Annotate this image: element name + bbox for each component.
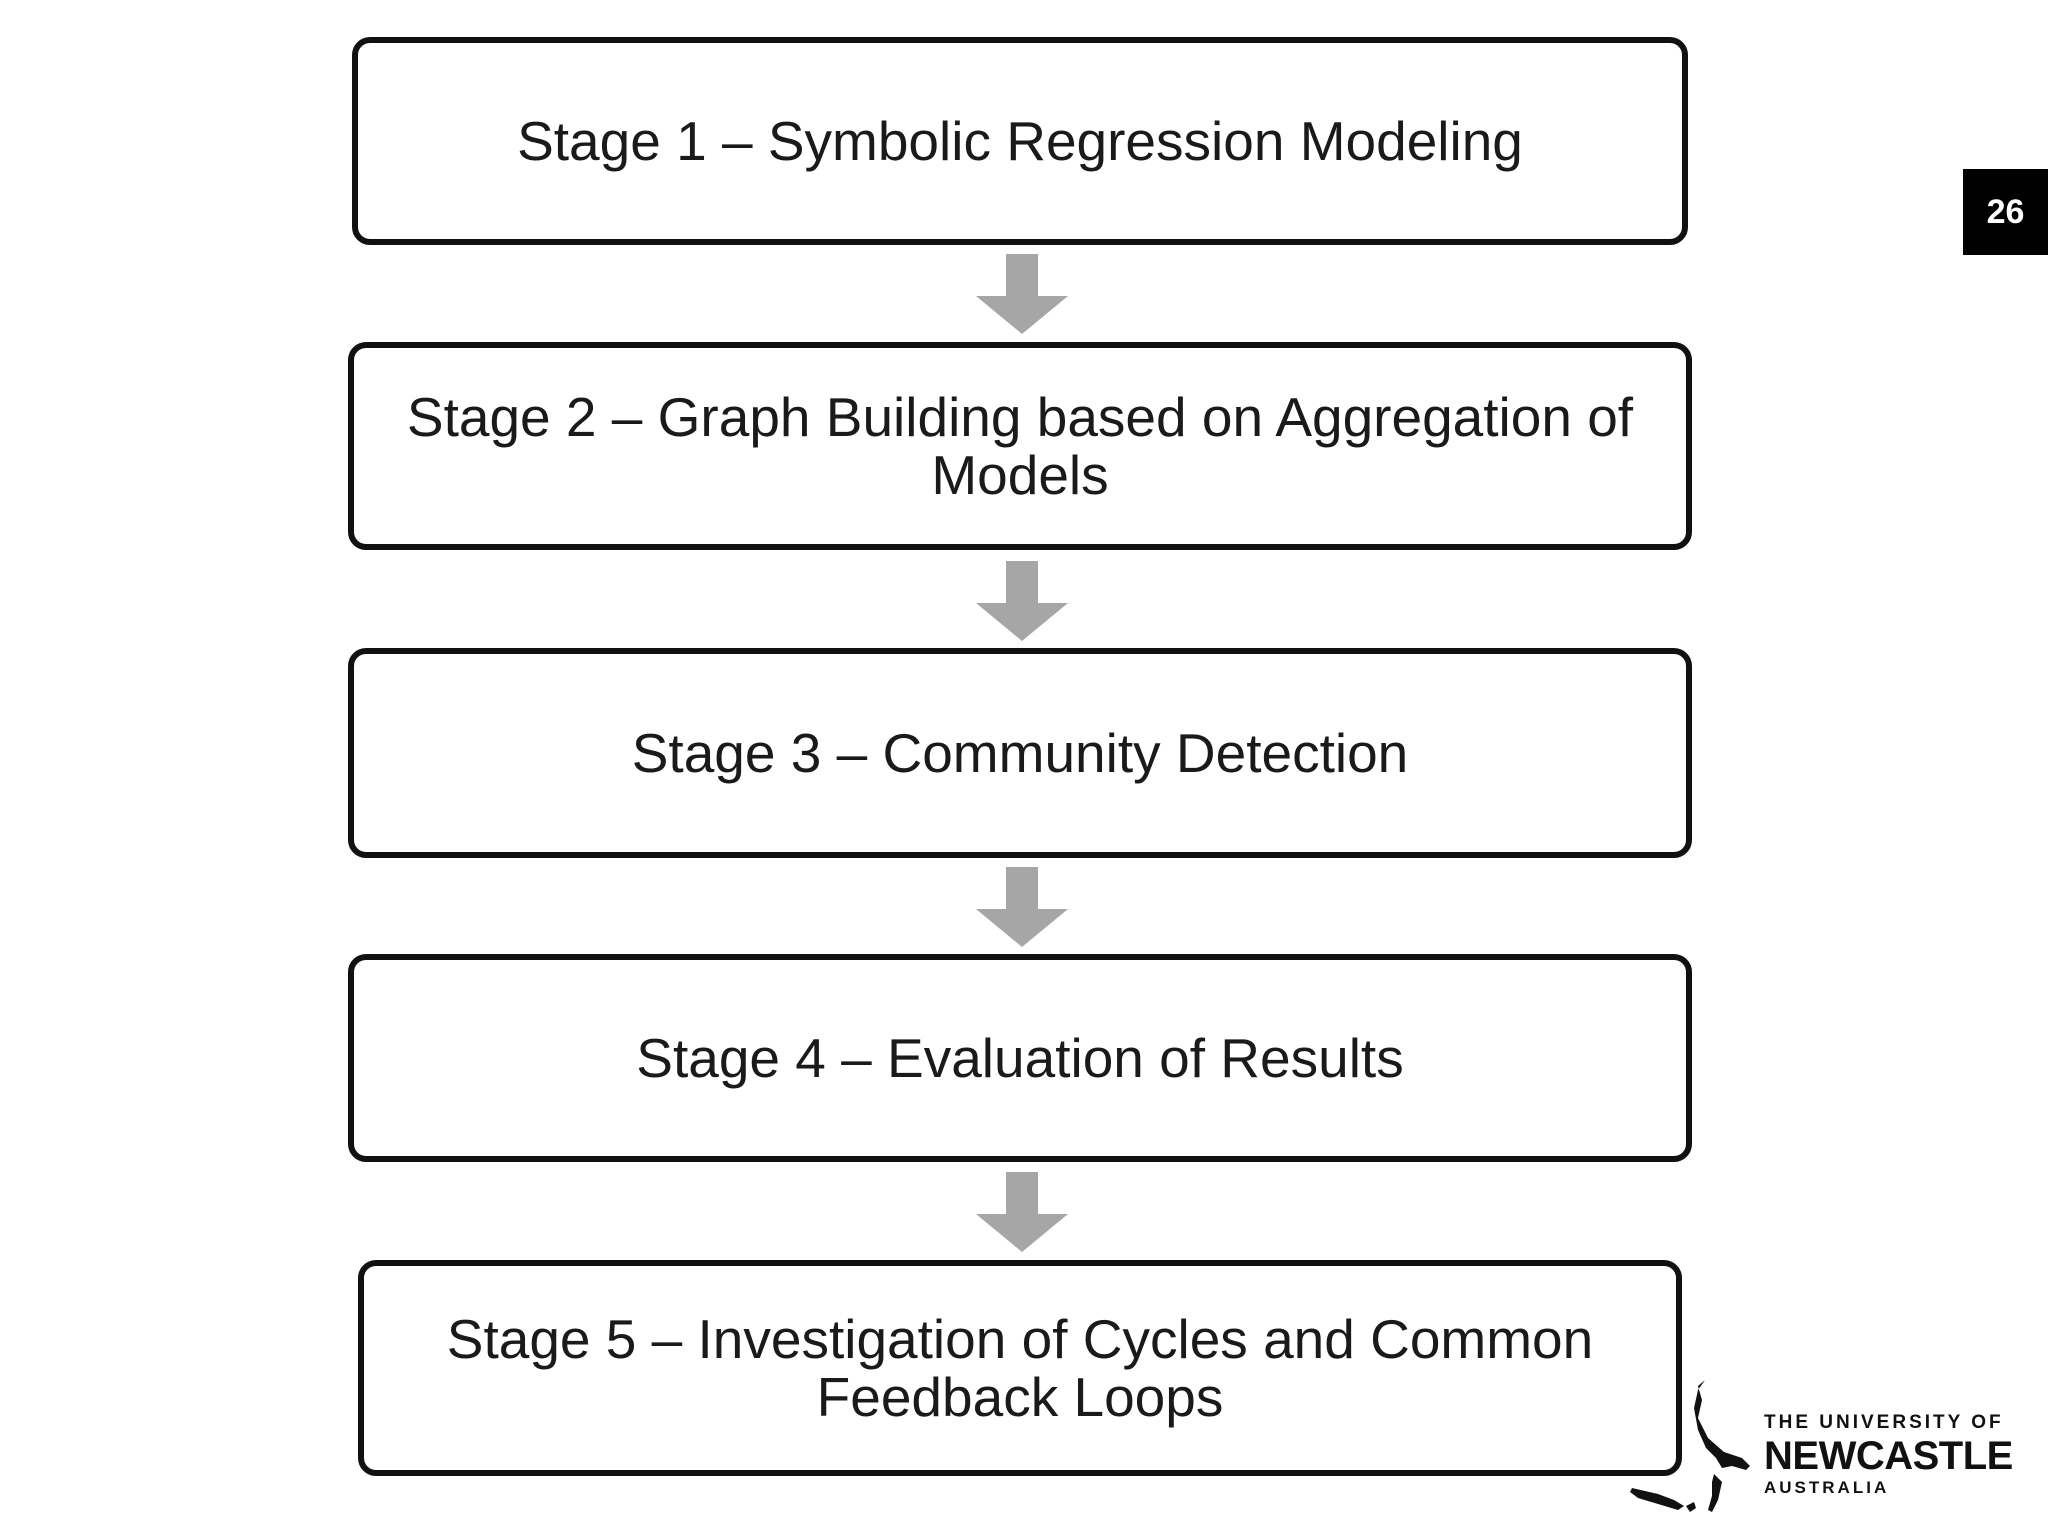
stage-2-label: Stage 2 – Graph Building based on Aggreg… [406, 386, 1634, 506]
stage-2-box: Stage 2 – Graph Building based on Aggreg… [348, 342, 1692, 550]
arrow-down-icon [976, 561, 1068, 641]
arrow-down-icon [976, 254, 1068, 334]
stage-1-label: Stage 1 – Symbolic Regression Modeling [517, 110, 1523, 172]
stage-5-box: Stage 5 – Investigation of Cycles and Co… [358, 1260, 1682, 1476]
page-number: 26 [1986, 192, 2025, 231]
university-logo: THE UNIVERSITY OF NEWCASTLE AUSTRALIA [1628, 1378, 2013, 1514]
bird-emblem-icon [1630, 1380, 1750, 1512]
stage-4-box: Stage 4 – Evaluation of Results [348, 954, 1692, 1162]
arrow-down-icon [976, 1172, 1068, 1252]
stage-1-box: Stage 1 – Symbolic Regression Modeling [352, 37, 1688, 245]
logo-wordmark: THE UNIVERSITY OF NEWCASTLE AUSTRALIA [1764, 1412, 2013, 1498]
stage-5-label: Stage 5 – Investigation of Cycles and Co… [446, 1308, 1594, 1428]
arrow-down-icon [976, 867, 1068, 947]
stage-3-label: Stage 3 – Community Detection [631, 722, 1409, 784]
stage-3-box: Stage 3 – Community Detection [348, 648, 1692, 858]
page-number-badge: 26 [1963, 169, 2048, 255]
logo-line-australia: AUSTRALIA [1764, 1478, 1890, 1497]
logo-line-university: THE UNIVERSITY OF [1764, 1412, 2004, 1433]
logo-line-newcastle: NEWCASTLE [1764, 1434, 2013, 1478]
stage-4-label: Stage 4 – Evaluation of Results [636, 1027, 1404, 1089]
